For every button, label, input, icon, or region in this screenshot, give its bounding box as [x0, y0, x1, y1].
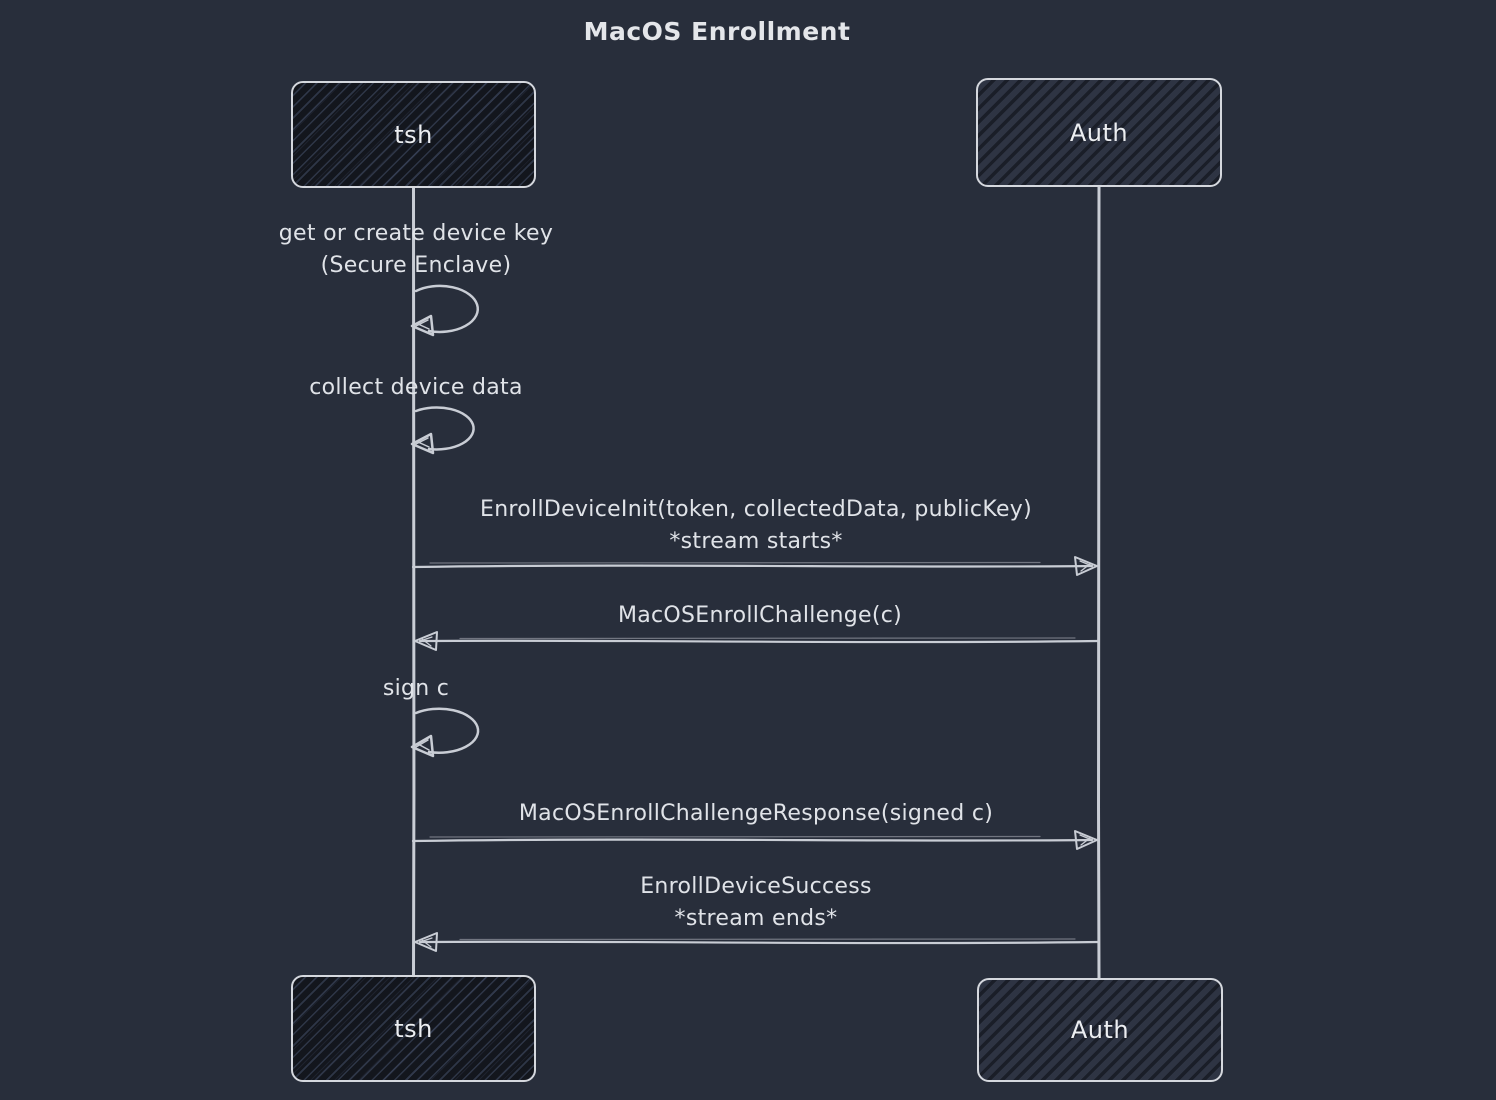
- label-enroll-challenge: MacOSEnrollChallenge(c): [617, 603, 903, 628]
- label-device-key-line1: get or create device key: [278, 221, 554, 246]
- label-device-key-line2: (Secure Enclave): [320, 253, 512, 278]
- actor-auth-top: Auth: [976, 78, 1222, 187]
- actor-auth-top-label: Auth: [1069, 118, 1129, 147]
- self-loop-sign-c: [410, 707, 480, 758]
- label-enroll-success-line1: EnrollDeviceSuccess: [640, 874, 872, 899]
- self-loop-collect-data: [410, 406, 475, 455]
- actor-tsh-top-label: tsh: [394, 120, 433, 149]
- arrowhead-left-4: [414, 932, 438, 952]
- actor-auth-bottom: Auth: [977, 978, 1223, 1082]
- arrow-challenge-response: [411, 830, 1098, 850]
- self-loop-device-key: [410, 284, 480, 337]
- label-enroll-init-line2: *stream starts*: [669, 529, 843, 554]
- label-challenge-response: MacOSEnrollChallengeResponse(signed c): [518, 801, 994, 826]
- label-enroll-init-line1: EnrollDeviceInit(token, collectedData, p…: [479, 497, 1033, 522]
- arrowhead-right-1: [1074, 556, 1098, 576]
- actor-tsh-top: tsh: [291, 81, 536, 188]
- actor-tsh-bottom: tsh: [291, 975, 536, 1082]
- label-collect-data: collect device data: [309, 375, 523, 400]
- lifeline-auth: [1097, 185, 1101, 980]
- arrow-enroll-device-init: [411, 556, 1098, 576]
- arrowhead-right-3: [1074, 830, 1098, 850]
- actor-auth-bottom-label: Auth: [1070, 1016, 1130, 1044]
- label-enroll-success-line2: *stream ends*: [674, 906, 838, 931]
- label-sign-c: sign c: [382, 676, 450, 701]
- arrowhead-left-2: [414, 631, 438, 651]
- diagram-title: MacOS Enrollment: [583, 17, 851, 46]
- arrow-enroll-challenge: [414, 631, 1100, 651]
- arrow-enroll-success: [414, 932, 1100, 952]
- actor-tsh-bottom-label: tsh: [394, 1014, 433, 1043]
- lifeline-tsh: [411, 186, 416, 977]
